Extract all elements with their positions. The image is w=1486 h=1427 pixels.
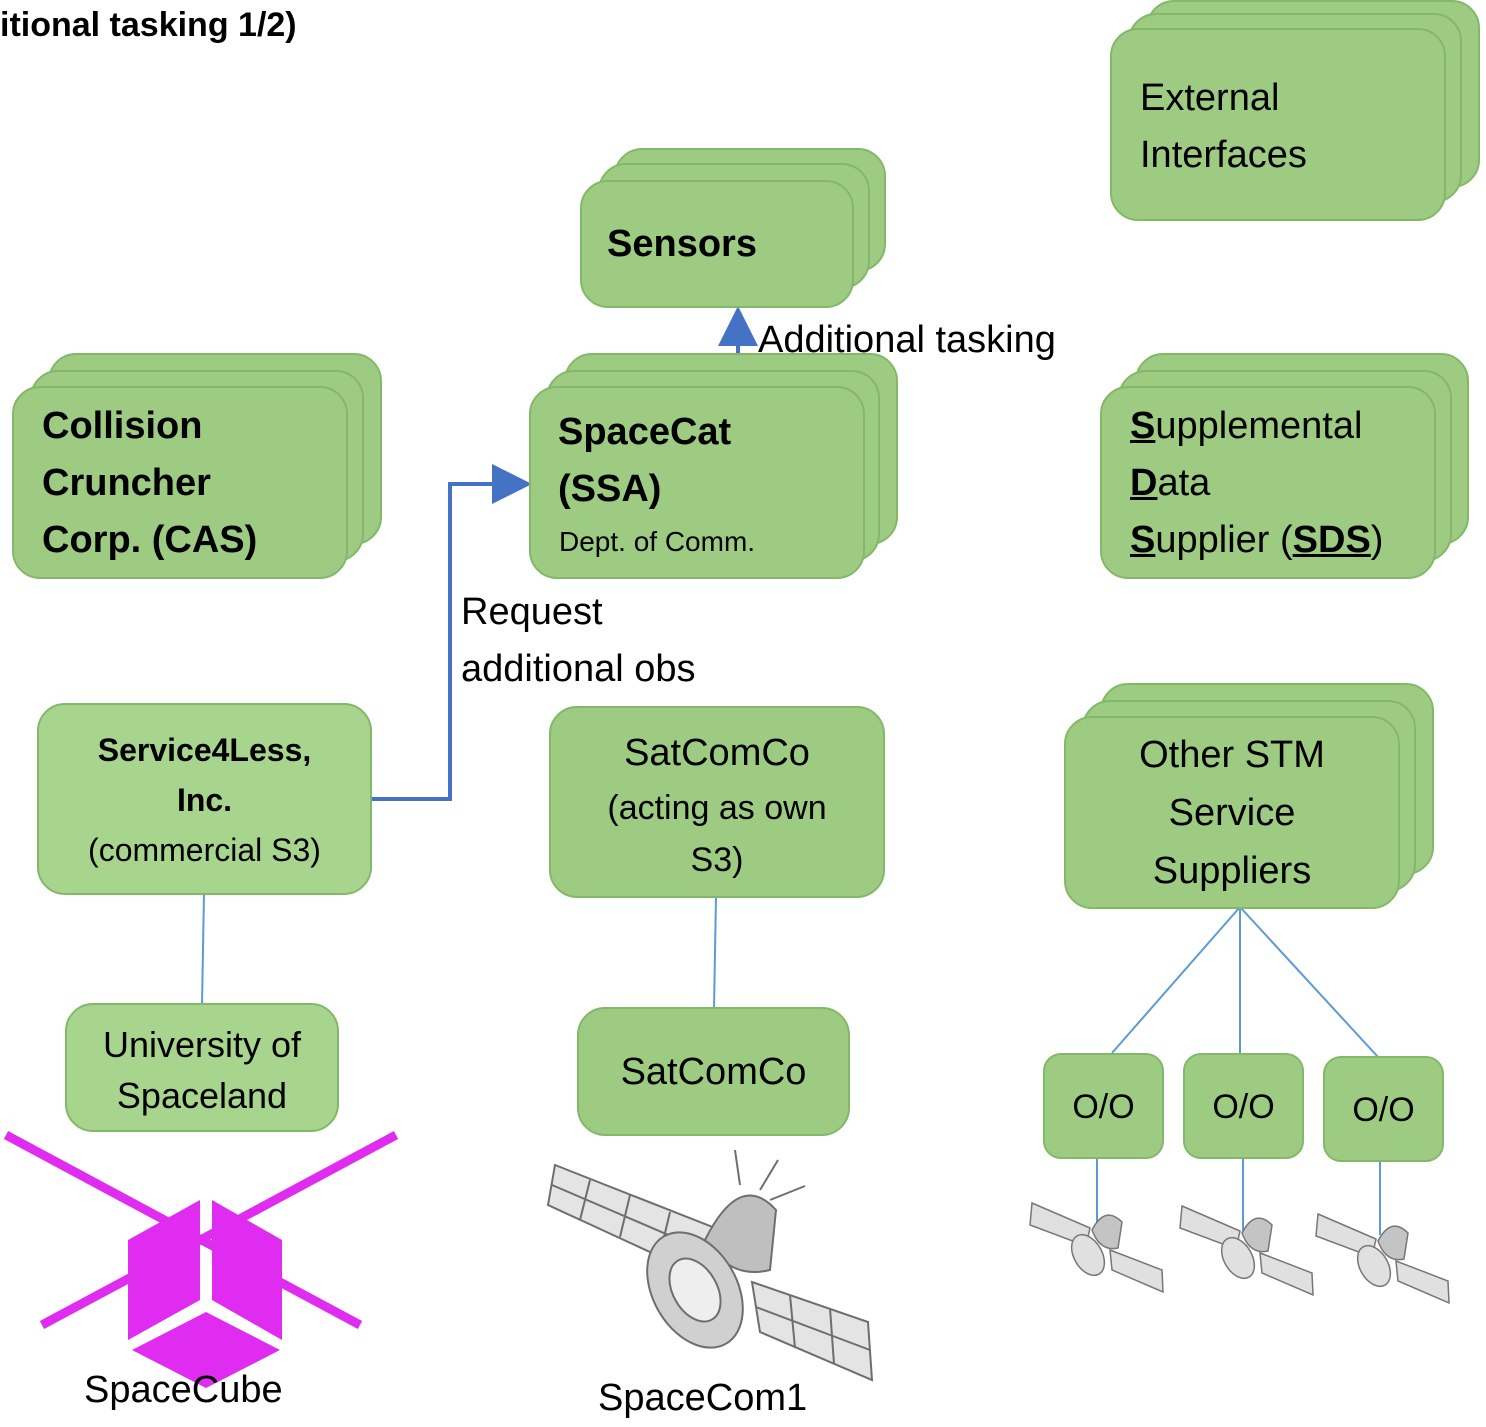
oo-box-2	[1183, 1053, 1304, 1159]
sds-initial-s2: S	[1130, 519, 1156, 561]
external-interfaces-line2: Interfaces	[1140, 134, 1307, 176]
other-stm-line2: Service	[1168, 792, 1296, 834]
service4less-line3: (commercial S3)	[88, 832, 321, 868]
satcomco-label: SatComCo	[620, 1051, 807, 1093]
collision-cruncher-line3: Corp. (CAS)	[42, 519, 258, 561]
university-box	[65, 1003, 339, 1132]
request-label-line2: additional obs	[461, 648, 696, 690]
collision-cruncher-line2: Cruncher	[42, 462, 211, 504]
collision-cruncher-box	[12, 386, 348, 579]
sensors-box	[580, 180, 854, 308]
other-stm-box	[1064, 716, 1400, 909]
satcomco-s3-satcomco-line	[713, 896, 717, 1009]
other-stm-oo3-line	[1239, 906, 1379, 1058]
oo-label-3: O/O	[1352, 1091, 1415, 1129]
service4less-line2: Inc.	[176, 782, 233, 818]
sensors-label: Sensors	[607, 223, 757, 265]
request-obs-arrow	[372, 464, 532, 801]
request-label-line1: Request	[461, 591, 603, 633]
external-interfaces-line1: External	[1140, 77, 1280, 119]
other-stm-line3: Suppliers	[1152, 850, 1312, 892]
satellite-small-icon-2	[1179, 1204, 1314, 1297]
sds-line2: Data	[1130, 455, 1210, 512]
spacecat-line1: SpaceCat	[558, 411, 732, 453]
spacecat-line3: Dept. of Comm.	[559, 526, 756, 557]
oo-label-1: O/O	[1072, 1088, 1135, 1126]
oo-label-2: O/O	[1212, 1088, 1275, 1126]
oo-box-1	[1043, 1053, 1164, 1159]
university-line1: University of	[102, 1024, 302, 1065]
other-stm-line1: Other STM	[1139, 734, 1325, 776]
external-interfaces-box	[1110, 28, 1446, 221]
other-stm-oo1-line	[1111, 906, 1241, 1054]
sds-line2-rest: ata	[1157, 462, 1211, 504]
satcomco-s3-line2: (acting as own	[607, 789, 827, 827]
sds-box	[1100, 386, 1436, 579]
slide-title: itional tasking 1/2)	[0, 6, 297, 44]
collision-cruncher-line1: Collision	[42, 405, 203, 447]
satcomco-s3-box	[549, 706, 885, 898]
sds-line1: Supplemental	[1130, 398, 1362, 455]
spacecube-label: SpaceCube	[84, 1369, 283, 1411]
satcomco-box	[577, 1007, 850, 1136]
spacecat-line2: (SSA)	[558, 468, 662, 510]
sds-initial-d: D	[1130, 462, 1158, 504]
spacecat-box	[529, 386, 865, 579]
satellite-small-icon-1	[1029, 1201, 1164, 1294]
service4less-line1: Service4Less,	[97, 732, 312, 768]
oo-box-3	[1323, 1056, 1444, 1162]
sds-line3-rest: upplier (	[1155, 519, 1293, 561]
sds-line3: Supplier (SDS)	[1130, 512, 1383, 569]
satcomco-s3-line3: S3)	[690, 841, 744, 879]
sds-initial-s1: S	[1130, 405, 1156, 447]
service4less-box	[37, 703, 372, 895]
university-line2: Spaceland	[116, 1075, 288, 1116]
sds-line1-rest: upplemental	[1155, 405, 1363, 447]
service4less-university-line	[201, 892, 205, 1006]
satellite-small-icon-3	[1315, 1212, 1450, 1305]
sds-line3-end: )	[1370, 519, 1384, 561]
spacecom1-label: SpaceCom1	[598, 1377, 808, 1419]
sds-abbr: SDS	[1292, 519, 1371, 561]
satcomco-s3-line1: SatComCo	[624, 732, 810, 774]
